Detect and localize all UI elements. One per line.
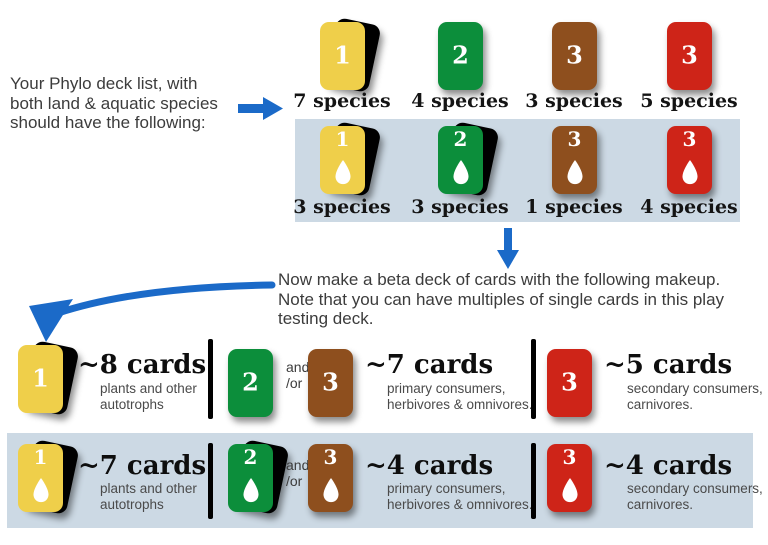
curved-arrow-icon bbox=[29, 281, 276, 342]
card-number: 3 bbox=[322, 367, 339, 397]
water-droplet-icon bbox=[243, 478, 258, 503]
down-arrow-icon bbox=[497, 228, 519, 269]
card-number: 3 bbox=[561, 367, 578, 397]
beta-note-line: testing deck. bbox=[278, 309, 374, 328]
beta-card-secondary-aquatic: 3 bbox=[547, 444, 592, 512]
card-number: 3 bbox=[567, 127, 582, 151]
card-number: 1 bbox=[334, 40, 351, 70]
trophic-description: plants and other autotrophs bbox=[100, 381, 197, 412]
intro-line: should have the following: bbox=[10, 113, 206, 132]
card-number: 2 bbox=[453, 127, 468, 151]
card-number: 1 bbox=[33, 445, 48, 469]
card-number: 2 bbox=[242, 367, 259, 397]
card-producer-aquatic: 1 bbox=[320, 121, 382, 197]
trophic-description: secondary consumers, carnivores. bbox=[627, 381, 763, 412]
species-count-label: 1 species bbox=[525, 196, 623, 218]
desc-line: autotrophs bbox=[100, 396, 164, 412]
desc-line: secondary consumers, bbox=[627, 381, 763, 396]
species-count-label: 4 species bbox=[411, 90, 509, 112]
water-droplet-icon bbox=[323, 478, 338, 503]
card-producer-land: 1 bbox=[320, 17, 382, 93]
desc-line: carnivores. bbox=[627, 396, 694, 412]
species-count-label: 3 species bbox=[525, 90, 623, 112]
trophic-description: primary consumers, herbivores & omnivore… bbox=[387, 381, 533, 412]
water-droplet-icon bbox=[562, 478, 577, 503]
intro-text: Your Phylo deck list, with both land & a… bbox=[10, 74, 255, 133]
and-or-connector: and /or bbox=[286, 359, 309, 391]
beta-note-line: Note that you can have multiples of sing… bbox=[278, 289, 725, 309]
card-number: 1 bbox=[335, 127, 350, 151]
card-number: 3 bbox=[562, 445, 577, 469]
card-count-headline: ~7 cards bbox=[365, 350, 494, 380]
water-droplet-icon bbox=[567, 160, 582, 185]
beta-note-text: Now make a beta deck of cards with the f… bbox=[278, 270, 768, 329]
trophic-description: secondary consumers, carnivores. bbox=[627, 481, 763, 512]
card-number: 2 bbox=[243, 445, 258, 469]
connector-line: /or bbox=[286, 375, 303, 391]
card-carnivore-land: 3 bbox=[667, 22, 712, 90]
water-droplet-icon bbox=[33, 478, 48, 503]
beta-card-secondary-land: 3 bbox=[547, 349, 592, 417]
desc-line: plants and other bbox=[100, 381, 197, 396]
card-count-headline: ~8 cards bbox=[78, 350, 207, 380]
intro-line: both land & aquatic species bbox=[10, 93, 218, 113]
connector-line: /or bbox=[286, 473, 303, 489]
card-number: 3 bbox=[566, 40, 583, 70]
beta-card-primary-brown-land: 3 bbox=[308, 349, 353, 417]
beta-card-primary-green-aquatic: 2 bbox=[228, 439, 290, 515]
beta-card-producer-aquatic: 1 bbox=[18, 439, 80, 515]
beta-card-primary-green-land: 2 bbox=[228, 349, 273, 417]
connector-line: and bbox=[286, 359, 310, 375]
water-droplet-icon bbox=[335, 160, 350, 185]
aquatic-beta-panel bbox=[7, 433, 753, 528]
card-number: 3 bbox=[681, 40, 698, 70]
card-number: 3 bbox=[682, 127, 697, 151]
card-secondary-land: 3 bbox=[552, 22, 597, 90]
card-number: 1 bbox=[32, 363, 49, 393]
water-droplet-icon bbox=[682, 160, 697, 185]
and-or-connector: and /or bbox=[286, 457, 309, 489]
card-primary-land: 2 bbox=[438, 22, 483, 90]
desc-line: primary consumers, bbox=[387, 481, 506, 496]
card-carnivore-aquatic: 3 bbox=[667, 126, 712, 194]
card-count-headline: ~4 cards bbox=[604, 451, 733, 481]
connector-line: and bbox=[286, 457, 310, 473]
card-number: 2 bbox=[452, 40, 469, 70]
desc-line: autotrophs bbox=[100, 496, 164, 512]
section-divider bbox=[208, 339, 213, 419]
right-arrow-icon bbox=[238, 97, 283, 120]
card-count-headline: ~7 cards bbox=[78, 451, 207, 481]
species-count-label: 7 species bbox=[293, 90, 391, 112]
trophic-description: plants and other autotrophs bbox=[100, 481, 197, 512]
card-primary-aquatic: 2 bbox=[438, 121, 500, 197]
species-count-label: 5 species bbox=[640, 90, 738, 112]
card-secondary-aquatic: 3 bbox=[552, 126, 597, 194]
card-count-headline: ~4 cards bbox=[365, 451, 494, 481]
section-divider bbox=[531, 443, 536, 519]
trophic-description: primary consumers, herbivores & omnivore… bbox=[387, 481, 533, 512]
section-divider bbox=[531, 339, 536, 419]
species-count-label: 3 species bbox=[411, 196, 509, 218]
section-divider bbox=[208, 443, 213, 519]
beta-card-producer-land: 1 bbox=[18, 340, 80, 416]
desc-line: herbivores & omnivores. bbox=[387, 396, 533, 412]
intro-line: Your Phylo deck list, with bbox=[10, 74, 198, 93]
beta-card-primary-brown-aquatic: 3 bbox=[308, 444, 353, 512]
water-droplet-icon bbox=[453, 160, 468, 185]
species-count-label: 3 species bbox=[293, 196, 391, 218]
desc-line: carnivores. bbox=[627, 496, 694, 512]
desc-line: plants and other bbox=[100, 481, 197, 496]
beta-note-line: Now make a beta deck of cards with the f… bbox=[278, 270, 721, 289]
card-count-headline: ~5 cards bbox=[604, 350, 733, 380]
desc-line: herbivores & omnivores. bbox=[387, 496, 533, 512]
desc-line: secondary consumers, bbox=[627, 481, 763, 496]
desc-line: primary consumers, bbox=[387, 381, 506, 396]
card-number: 3 bbox=[323, 445, 338, 469]
species-count-label: 4 species bbox=[640, 196, 738, 218]
